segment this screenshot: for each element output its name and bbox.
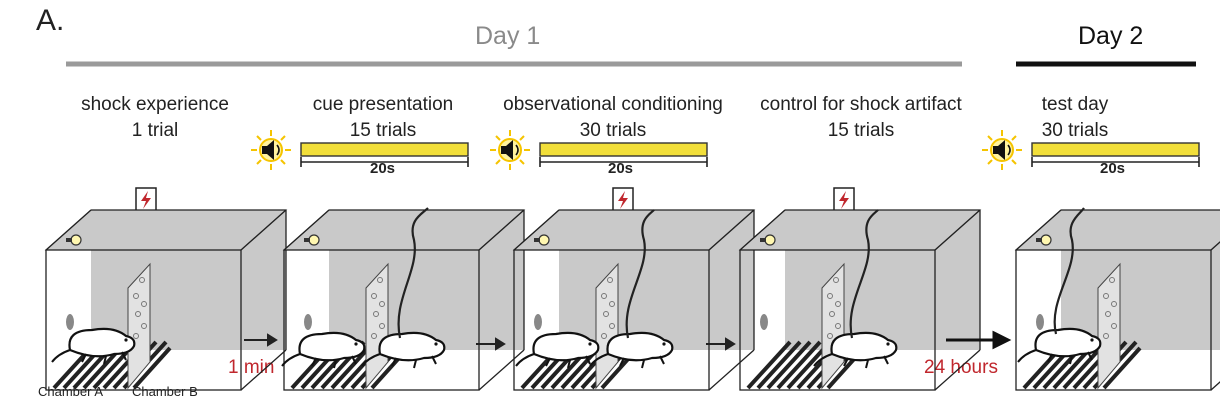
tone-bar-3 xyxy=(539,142,708,157)
fiber-cable-2 xyxy=(397,207,429,339)
phase-3-name: observational conditioning xyxy=(503,94,723,115)
tone-bar-2 xyxy=(300,142,469,157)
phase-2-name: cue presentation xyxy=(312,94,454,115)
chamber-box-1 xyxy=(44,208,288,392)
shock-icon-3 xyxy=(612,187,634,213)
fiber-cable-3 xyxy=(625,209,655,339)
light-tone-icon-3 xyxy=(489,129,531,171)
fiber-cable-4 xyxy=(849,209,879,339)
interval-1-label: 1 min xyxy=(228,357,275,378)
tone-duration-label-3: 20s xyxy=(608,160,634,177)
phase-4-title: control for shock artifact 15 trials xyxy=(736,92,986,144)
shock-icon-1 xyxy=(135,187,157,213)
phase-5-title: test day 30 trials xyxy=(960,92,1190,144)
shock-icon-4 xyxy=(833,187,855,213)
day2-label: Day 2 xyxy=(1078,22,1144,50)
light-tone-icon-2 xyxy=(250,129,292,171)
tone-duration-label-2: 20s xyxy=(370,160,396,177)
chamber-box-4 xyxy=(738,208,982,392)
tone-scale-2 xyxy=(300,157,469,167)
phase-4-name: control for shock artifact xyxy=(760,94,962,115)
phase-2-title: cue presentation 15 trials xyxy=(268,92,498,144)
panel-label: A. xyxy=(36,4,65,37)
phase-5-trials: 30 trials xyxy=(1041,120,1109,141)
fiber-cable-5 xyxy=(1053,207,1085,335)
tone-scale-5 xyxy=(1031,157,1200,167)
tone-bar-5 xyxy=(1031,142,1200,157)
phase-1-trials: 1 trial xyxy=(131,120,179,141)
phase-1-name: shock experience xyxy=(81,94,229,115)
phase-5-name: test day xyxy=(1041,94,1109,115)
phase-2-trials: 15 trials xyxy=(349,120,417,141)
phase-1-title: shock experience 1 trial xyxy=(40,92,270,144)
tone-scale-3 xyxy=(539,157,708,167)
chamber-box-3 xyxy=(512,208,756,392)
phase-4-trials: 15 trials xyxy=(827,120,895,141)
phase-3-title: observational conditioning 30 trials xyxy=(478,92,748,144)
day1-label: Day 1 xyxy=(475,22,541,50)
phase-3-trials: 30 trials xyxy=(579,120,647,141)
tone-duration-label-5: 20s xyxy=(1100,160,1126,177)
chamber-b-label: Chamber B xyxy=(132,384,198,399)
chamber-box-2 xyxy=(282,208,526,392)
chamber-box-5 xyxy=(1014,208,1220,392)
light-tone-icon-5 xyxy=(981,129,1023,171)
